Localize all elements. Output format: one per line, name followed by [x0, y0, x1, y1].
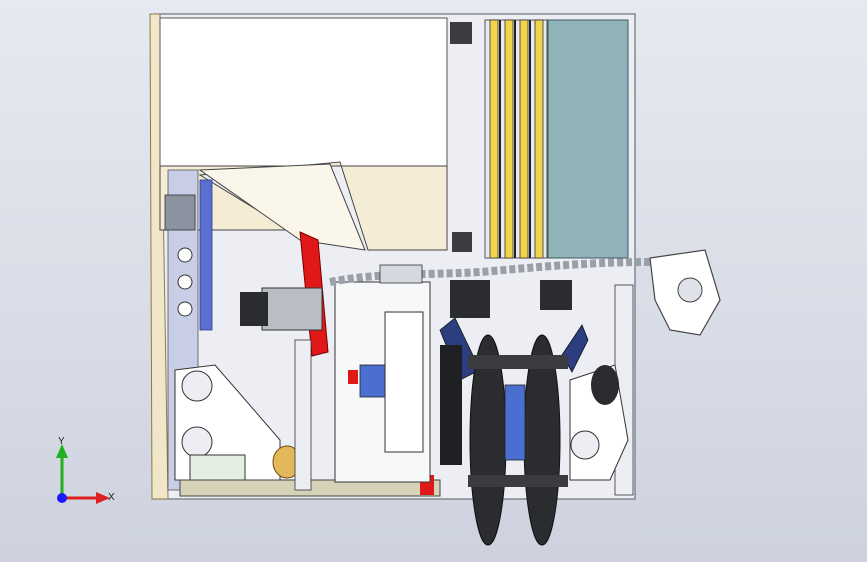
gear-stack [440, 345, 462, 465]
vertical-post [294, 339, 312, 491]
axis-triad: Y X [40, 436, 120, 516]
gusset-hole [181, 426, 213, 458]
hook-clamp-bore [677, 277, 703, 303]
drive-motor [261, 287, 323, 331]
bolt-hole [177, 274, 193, 290]
motor-housing [240, 292, 268, 326]
gray-gearbox [164, 194, 196, 231]
gusset-hole [181, 370, 213, 402]
intake-axle [468, 355, 568, 369]
top-gearmotor [450, 280, 490, 318]
angled-plate-front [198, 163, 366, 251]
right-motor-can [591, 365, 619, 405]
x-axis-arrow-icon [96, 492, 110, 504]
top-gearmotor [540, 280, 572, 310]
bolt-hole [177, 247, 193, 263]
red-indicator [348, 370, 358, 384]
origin-icon [57, 493, 67, 503]
x-axis-label: X [108, 492, 115, 503]
top-panel [159, 17, 448, 167]
center-column [384, 311, 424, 453]
chain-end-block [379, 264, 423, 284]
blue-block [359, 364, 386, 398]
intake-axle-lower [468, 475, 568, 487]
y-axis-label: Y [58, 436, 65, 447]
elevator-clamp-top [450, 22, 472, 44]
bolt-hole [177, 301, 193, 317]
y-axis-arrow-icon [56, 444, 68, 458]
elevator-clamp-bottom [452, 232, 472, 252]
elevator-rails [489, 19, 544, 259]
teal-panel [547, 19, 629, 259]
intake-blue-link [504, 384, 526, 461]
blue-bracket [199, 179, 213, 331]
right-gusset-hole [570, 430, 600, 460]
right-navy-shovel [561, 324, 589, 373]
axis-triad-graphic [56, 444, 110, 504]
left-wood-rail [149, 13, 169, 500]
